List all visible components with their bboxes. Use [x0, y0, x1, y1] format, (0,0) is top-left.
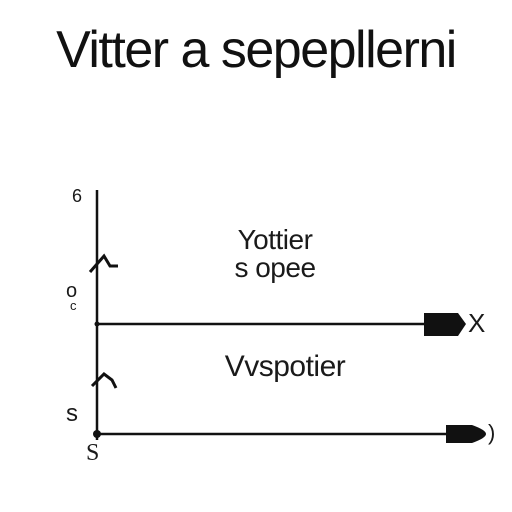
- upper-region-text-line2: s opee: [234, 252, 316, 283]
- upper-region-text-line1: Yottier: [237, 224, 313, 255]
- mid-dot: [94, 321, 100, 327]
- axis-label-mid-upper: o: [66, 280, 78, 302]
- lower-region-text: Vvspotier: [224, 350, 346, 383]
- upper-tick-mark: [88, 253, 118, 273]
- lower-arrow-icon: [446, 425, 486, 443]
- axis-label-bottom-s: S: [86, 440, 100, 466]
- upper-arrow-icon: [424, 313, 466, 336]
- axis-label-mid-upper-small: c: [70, 298, 77, 313]
- axis-label-right-lower: ): [488, 420, 496, 445]
- diagram-title: Vitter a sepepllerni: [56, 21, 457, 79]
- origin-dot: [93, 430, 101, 438]
- axis-label-right-upper: X: [468, 308, 486, 338]
- axis-label-bottom: s: [66, 400, 78, 427]
- axis-label-top: 6: [72, 186, 83, 206]
- mid-tick-mark: [90, 372, 118, 389]
